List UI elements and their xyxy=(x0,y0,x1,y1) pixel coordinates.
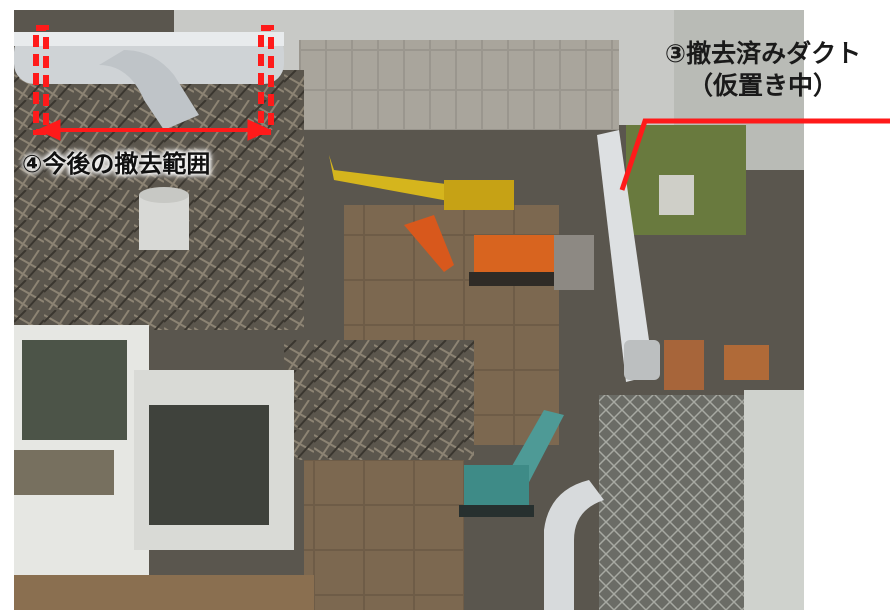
future-removal-label: ④今後の撤去範囲 xyxy=(22,150,211,178)
removed-duct-label-line1: ③撤去済みダクト xyxy=(664,39,862,68)
removed-duct-label: ③撤去済みダクト （仮置き中） xyxy=(636,38,890,102)
removed-duct-label-line2: （仮置き中） xyxy=(687,71,838,100)
